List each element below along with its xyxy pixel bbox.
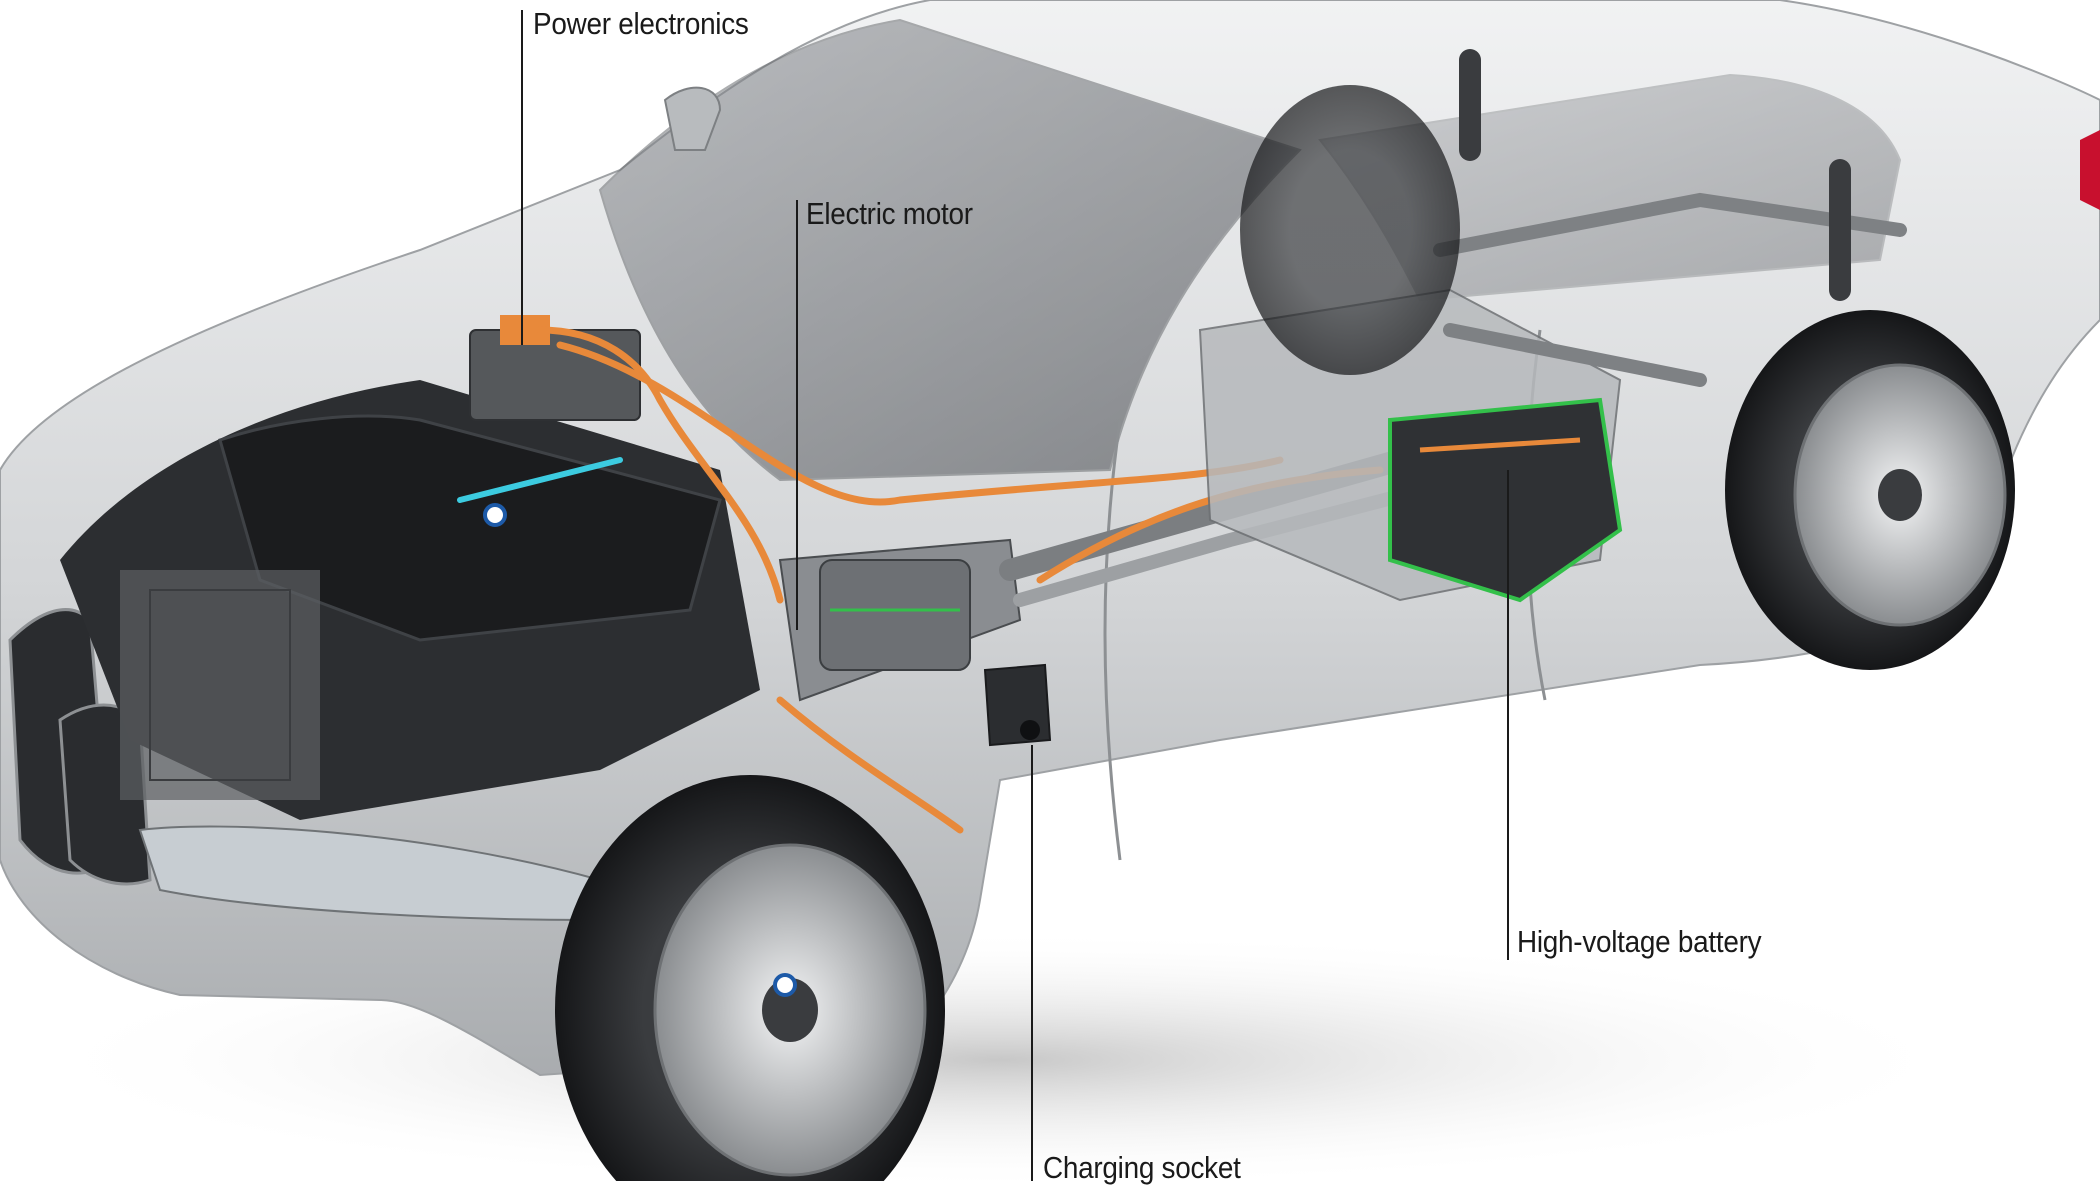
rear-left-wheel	[1240, 85, 1460, 375]
charging-socket-unit	[983, 663, 1052, 747]
side-mirror	[663, 86, 722, 151]
callout-power-electronics: Power electronics	[533, 6, 749, 41]
rear-wheel	[1725, 310, 2015, 670]
callout-charging-socket: Charging socket	[1043, 1150, 1241, 1185]
tail-light	[2080, 130, 2100, 210]
door-line	[1103, 419, 1122, 861]
callout-high-voltage-battery: High-voltage battery	[1517, 924, 1762, 959]
electric-motor-unit	[778, 538, 1022, 702]
engine-bay	[60, 380, 760, 820]
front-wheel	[555, 775, 945, 1186]
windshield	[598, 18, 1302, 482]
high-voltage-battery-pack	[1198, 288, 1623, 603]
rear-subframe	[1433, 49, 1907, 387]
callout-electric-motor: Electric motor	[806, 196, 973, 231]
